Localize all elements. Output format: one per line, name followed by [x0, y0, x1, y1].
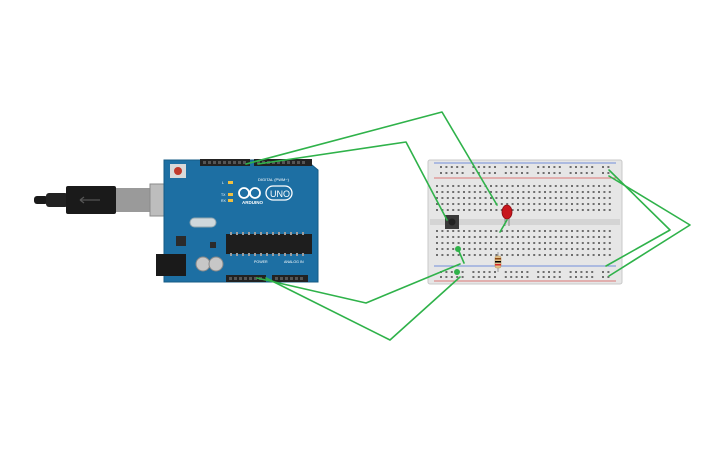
wire-led-to-rail[interactable]: [499, 219, 508, 233]
usb-icon: [79, 196, 100, 204]
wire-d7-to-button[interactable]: [257, 141, 448, 221]
power-header-label: POWER: [254, 260, 268, 264]
wire-end-dot-2: [454, 269, 460, 275]
atmega-pins: [230, 232, 304, 256]
arduino-uno-board[interactable]: DIGITAL (PWM~) L TX RX ARDUINO UNO: [156, 159, 319, 283]
tx-label: TX: [221, 193, 226, 197]
rx-led: [228, 199, 233, 202]
usb-cable-strain-relief: [46, 193, 68, 207]
l-label: L: [222, 181, 224, 185]
brand-label: ARDUINO: [242, 200, 263, 205]
arduino-logo: ARDUINO: [238, 187, 263, 205]
wire-d2-to-led[interactable]: [245, 111, 498, 206]
breadboard-holes: [436, 166, 611, 278]
wire-rail-top-right-2[interactable]: [608, 175, 691, 277]
wire-gnd-to-rail[interactable]: [265, 276, 461, 341]
wire-end-dot-1: [455, 246, 461, 252]
pushbutton-cap: [448, 218, 456, 226]
breadboard[interactable]: [427, 159, 623, 285]
atmega-chip: [226, 234, 312, 254]
digital-header-label: DIGITAL (PWM~): [258, 177, 290, 182]
uno-badge: [265, 185, 293, 201]
analog-header-label: ANALOG IN: [284, 260, 304, 264]
resistor-band-3: [495, 264, 501, 266]
wire-5v-to-rail[interactable]: [256, 263, 461, 304]
small-chip: [210, 242, 216, 248]
resistor[interactable]: [494, 252, 502, 272]
l-led: [228, 181, 233, 184]
model-label: UNO: [270, 189, 290, 199]
crystal: [189, 217, 217, 228]
reset-button-cap: [174, 167, 182, 175]
usb-plug-metal: [116, 188, 150, 212]
tx-led: [228, 193, 233, 196]
rx-label: RX: [221, 199, 227, 203]
capacitor-2: [208, 256, 224, 272]
capacitor-1: [195, 256, 211, 272]
usb-cable-end: [34, 196, 48, 204]
resistor-band-1: [495, 258, 501, 260]
breadboard-center-channel: [430, 219, 620, 225]
pushbutton[interactable]: [445, 215, 459, 229]
resistor-band-2: [495, 261, 501, 263]
wire-rail-top-right-1[interactable]: [605, 169, 671, 267]
usb-cable[interactable]: [34, 183, 187, 217]
power-jack[interactable]: [156, 254, 186, 276]
voltage-regulator: [176, 236, 186, 246]
